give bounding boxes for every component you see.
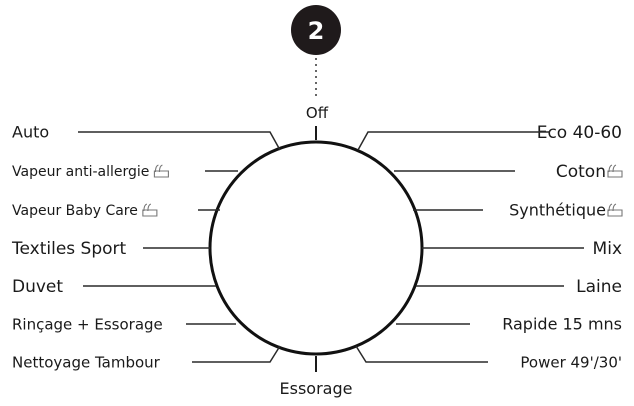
number-badge [291,5,341,55]
right-program-label: Mix [593,239,622,259]
steam-icon [142,203,158,217]
left-program-label: Rinçage + Essorage [12,315,163,333]
left-program-label: Vapeur anti-allergie [12,164,149,180]
left-program-label: Duvet [12,277,63,297]
right-programs: Eco 40-60CotonSynthétiqueMixLaineRapide … [355,123,623,371]
left-leader-line [192,345,281,363]
left-leader-line [78,131,281,151]
badge-number: 2 [308,17,325,45]
right-leader-line [357,131,550,151]
dial-label-essorage: Essorage [280,379,353,398]
right-leader-line [355,345,488,363]
right-program-label: Synthétique [509,201,606,220]
steam-icon [153,164,169,178]
left-program-label: Nettoyage Tambour [12,353,161,371]
steam-icon [607,203,623,217]
right-program-label: Power 49'/30' [520,353,622,371]
dial-circle [208,140,424,356]
right-program-label: Coton [556,162,606,182]
left-program-label: Textiles Sport [11,239,127,259]
left-program-label: Vapeur Baby Care [12,203,138,219]
left-program-label: Auto [12,123,49,142]
right-program-label: Eco 40-60 [537,123,622,143]
right-program-label: Rapide 15 mns [502,315,622,334]
steam-icon [607,164,623,178]
dial-label-off: Off [306,104,329,122]
right-program-label: Laine [576,277,622,297]
